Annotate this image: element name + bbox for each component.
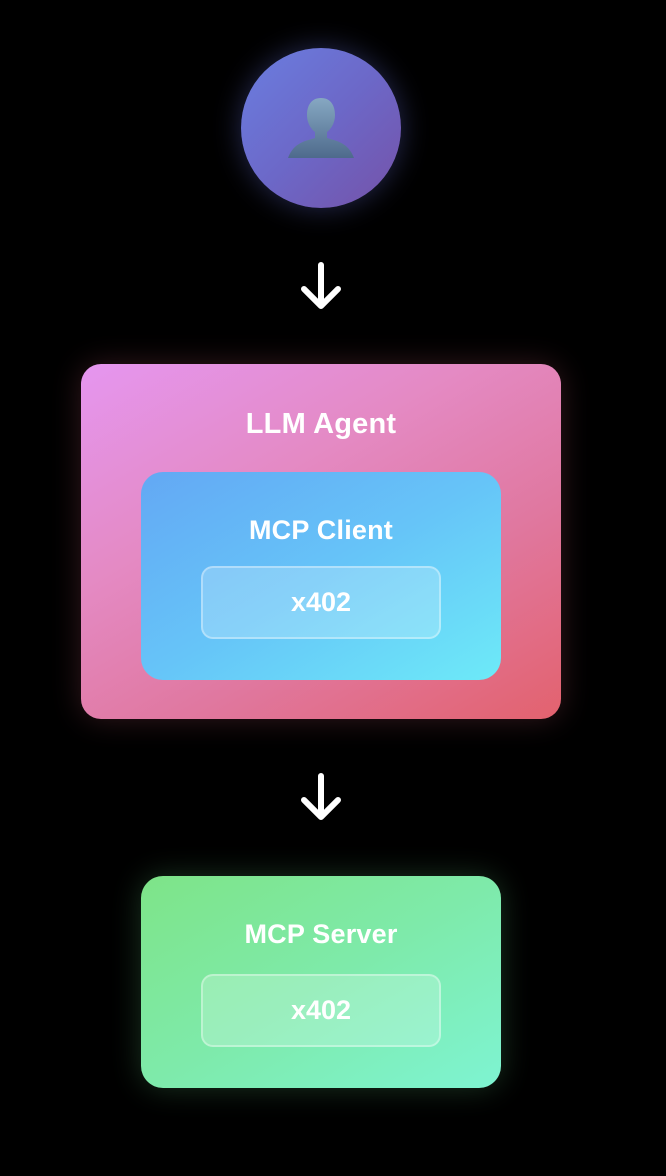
arrow-down-icon <box>301 773 341 820</box>
mcp-server-box: MCP Server x402 <box>141 876 501 1088</box>
mcp-server-title: MCP Server <box>244 919 398 949</box>
user-silhouette-icon <box>288 98 354 158</box>
llm-agent-box: LLM Agent MCP Client x402 <box>81 364 561 719</box>
user-avatar <box>241 48 401 208</box>
server-x402-module: x402 <box>201 974 441 1047</box>
arrow-down-icon <box>301 262 341 309</box>
mcp-client-title: MCP Client <box>248 515 393 545</box>
mcp-client-box: MCP Client x402 <box>141 472 501 680</box>
llm-agent-title: LLM Agent <box>245 408 397 440</box>
client-x402-module: x402 <box>201 566 441 639</box>
